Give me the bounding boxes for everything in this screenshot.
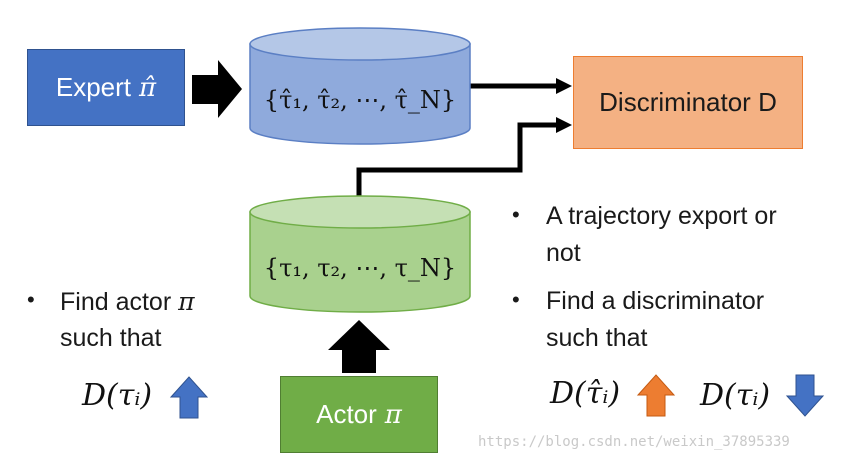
left-bullet-prefix: Find actor xyxy=(60,288,172,316)
actor-to-trajectories-arrow xyxy=(328,320,390,373)
actor-policy-symbol: π xyxy=(384,399,402,430)
right-bullet-2-line2: such that xyxy=(546,324,648,352)
actor-trajectories-cylinder xyxy=(249,195,471,313)
actor-trajectories-to-discriminator-arrowhead xyxy=(556,117,572,133)
actor-objective-up-arrow xyxy=(169,376,209,419)
expert-to-trajectories-arrow xyxy=(192,60,242,118)
discriminator-expert-formula: D(τ̂ᵢ) xyxy=(550,376,621,411)
discriminator-label: Discriminator D xyxy=(599,87,777,117)
watermark: https://blog.csdn.net/weixin_37895339 xyxy=(478,434,790,450)
actor-box: Actor π xyxy=(280,376,438,453)
expert-trajectories-cylinder xyxy=(249,27,471,145)
actor-label: Actor xyxy=(316,399,377,429)
expert-trajectories-to-discriminator-arrowhead xyxy=(556,78,572,94)
actor-trajectories-label: {τ₁, τ₂, ⋯, τ_N} xyxy=(263,254,457,282)
discriminator-actor-formula: D(τᵢ) xyxy=(700,378,771,413)
expert-policy-symbol: π̂ xyxy=(139,72,157,103)
left-bullet-line1: Find actor π xyxy=(60,283,195,321)
right-bullet-1-line1: A trajectory export or xyxy=(546,202,777,230)
actor-objective-formula: D(τᵢ) xyxy=(82,378,153,413)
discriminator-box: Discriminator D xyxy=(573,56,803,149)
left-bullet-dot: • xyxy=(27,287,35,312)
discriminator-expert-up-arrow xyxy=(636,374,676,417)
right-bullet-2-line1: Find a discriminator xyxy=(546,287,765,315)
expert-label: Expert xyxy=(55,72,132,102)
left-bullet-symbol: π xyxy=(178,287,195,316)
actor-trajectories-to-discriminator-line xyxy=(356,122,558,212)
left-bullet-line2: such that xyxy=(60,324,162,352)
expert-box: Expert π̂ xyxy=(27,49,185,126)
right-bullet-1-line2: not xyxy=(546,239,581,267)
discriminator-actor-down-arrow xyxy=(785,374,825,417)
right-bullet-1-dot: • xyxy=(512,202,520,227)
right-bullet-2-dot: • xyxy=(512,287,520,312)
expert-trajectories-label: {τ̂₁, τ̂₂, ⋯, τ̂_N} xyxy=(263,86,457,114)
